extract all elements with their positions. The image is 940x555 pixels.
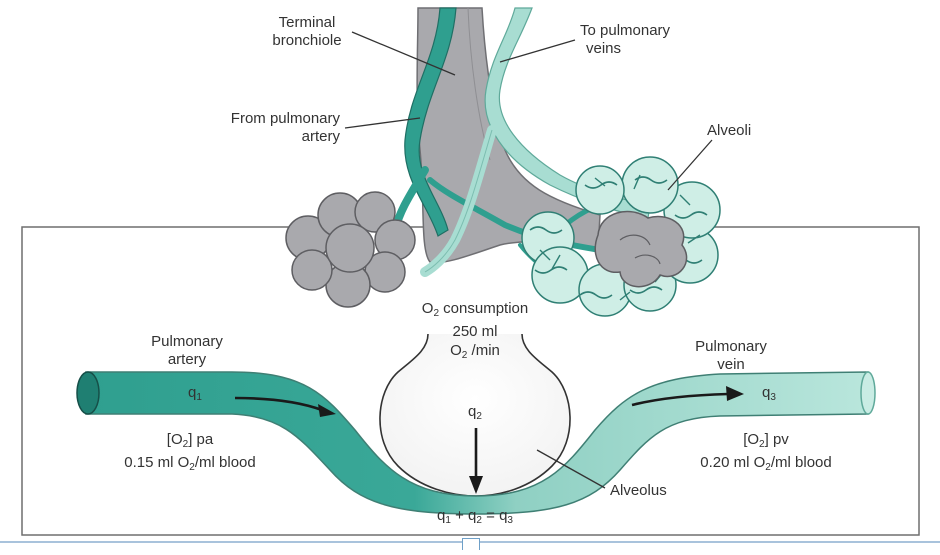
label-pulmonary-artery: Pulmonary artery	[132, 333, 242, 369]
artery-opening	[77, 372, 99, 414]
terminal-bronchiole-line1: Terminal	[262, 14, 352, 32]
resize-handle[interactable]	[462, 538, 480, 550]
pulmonary-artery-line1: Pulmonary	[132, 333, 242, 351]
label-to-pulmonary-veins: To pulmonary veins	[580, 22, 670, 58]
conc-pv-line2: 0.20 ml O2/ml blood	[636, 454, 896, 477]
label-q1: q1	[188, 384, 202, 407]
label-alveolus: Alveolus	[610, 482, 667, 500]
conc-pv-line1: [O2] pv	[636, 431, 896, 454]
label-o2-consumption: O2 consumption 250 ml O2 /min	[380, 300, 570, 365]
to-pulmonary-veins-line2: veins	[580, 40, 670, 58]
terminal-bronchiole-line2: bronchiole	[262, 32, 352, 50]
conc-pa-line2: 0.15 ml O2/ml blood	[60, 454, 320, 477]
o2-consumption-rate: O2 /min	[380, 342, 570, 365]
label-equation: q1 + q2 = q3	[380, 507, 570, 530]
label-pulmonary-vein: Pulmonary vein	[676, 338, 786, 374]
vein-end	[861, 372, 875, 414]
pulmonary-artery-line2: artery	[132, 351, 242, 369]
from-pulmonary-artery-line1: From pulmonary	[170, 110, 340, 128]
o2-consumption-amount: 250 ml	[380, 323, 570, 341]
pulmonary-vein-line1: Pulmonary	[676, 338, 786, 356]
label-terminal-bronchiole: Terminal bronchiole	[262, 14, 352, 50]
label-q2: q2	[468, 403, 482, 426]
to-pulmonary-veins-line1: To pulmonary	[580, 22, 670, 40]
label-q3: q3	[762, 384, 776, 407]
label-concentration-pa: [O2] pa 0.15 ml O2/ml blood	[60, 431, 320, 477]
from-pulmonary-artery-line2: artery	[170, 128, 340, 146]
label-concentration-pv: [O2] pv 0.20 ml O2/ml blood	[636, 431, 896, 477]
left-alveolar-sac	[286, 192, 415, 307]
label-alveoli: Alveoli	[707, 122, 751, 140]
o2-consumption-line1: O2 consumption	[380, 300, 570, 323]
label-from-pulmonary-artery: From pulmonary artery	[170, 110, 340, 146]
conc-pa-line1: [O2] pa	[60, 431, 320, 454]
pulmonary-vein-line2: vein	[676, 356, 786, 374]
